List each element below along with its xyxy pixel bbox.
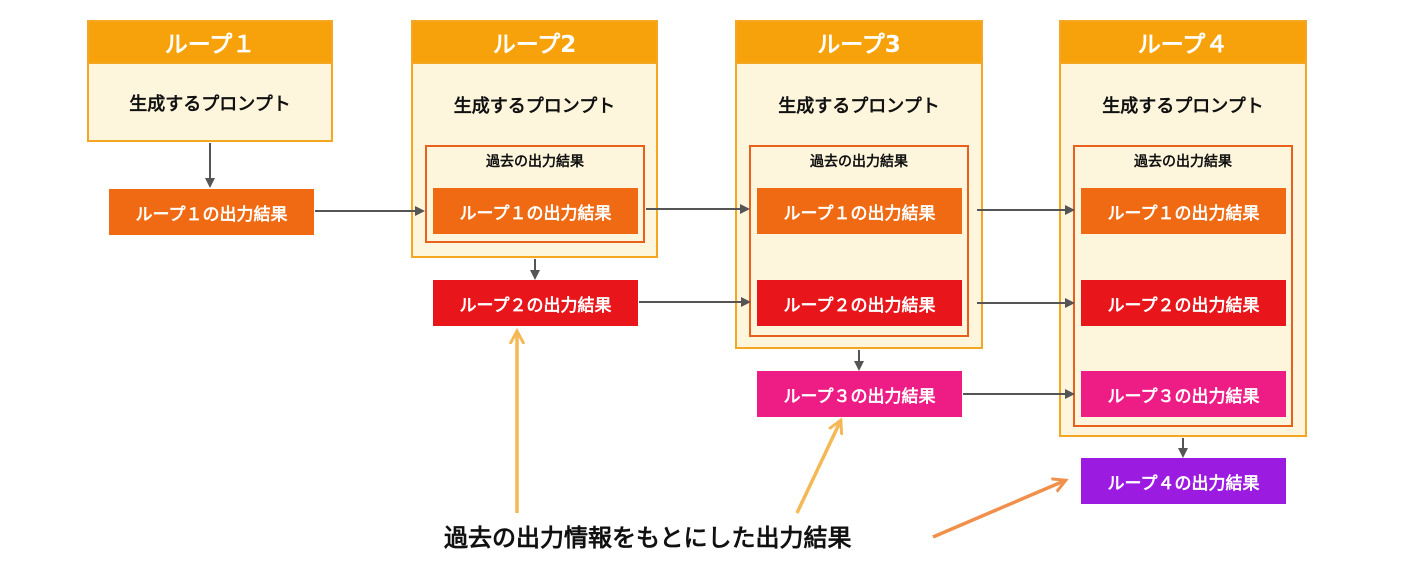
loop3-past-results bbox=[749, 145, 969, 337]
loop2-past-label: 過去の出力結果 bbox=[486, 154, 584, 170]
loop3-prompt: 生成するプロンプト bbox=[778, 96, 940, 117]
loop3-past-result2: ループ２の出力結果 bbox=[757, 280, 962, 326]
loop4-past-label: 過去の出力結果 bbox=[1134, 154, 1232, 170]
loop3-past-result1: ループ１の出力結果 bbox=[757, 188, 962, 234]
loop2-past-results bbox=[425, 145, 645, 243]
loop1-result: ループ１の出力結果 bbox=[109, 189, 314, 235]
highlight-arrow-r4 bbox=[932, 481, 1064, 539]
loop4-past-result1: ループ１の出力結果 bbox=[1081, 188, 1286, 234]
caption: 過去の出力情報をもとにした出力結果 bbox=[444, 524, 852, 552]
loop2-header: ループ2 bbox=[411, 20, 658, 64]
loop2-result: ループ２の出力結果 bbox=[433, 280, 638, 326]
loop4-past-result2: ループ２の出力結果 bbox=[1081, 280, 1286, 326]
highlight-arrow-r3 bbox=[795, 422, 840, 514]
loop4-prompt: 生成するプロンプト bbox=[1102, 96, 1264, 117]
loop4-past-result3: ループ３の出力結果 bbox=[1081, 371, 1286, 417]
loop2-past-result1: ループ１の出力結果 bbox=[433, 188, 638, 234]
loop1-header: ループ１ bbox=[87, 20, 333, 64]
loop1-prompt: 生成するプロンプト bbox=[129, 94, 291, 115]
loop3-past-label: 過去の出力結果 bbox=[810, 154, 908, 170]
loop3-result: ループ３の出力結果 bbox=[757, 371, 962, 417]
loop4-header: ループ４ bbox=[1059, 20, 1307, 64]
loop4-result: ループ４の出力結果 bbox=[1081, 458, 1286, 504]
loop2-prompt: 生成するプロンプト bbox=[453, 96, 616, 117]
loop3-header: ループ3 bbox=[735, 20, 983, 64]
loop4-past-results bbox=[1073, 145, 1293, 427]
